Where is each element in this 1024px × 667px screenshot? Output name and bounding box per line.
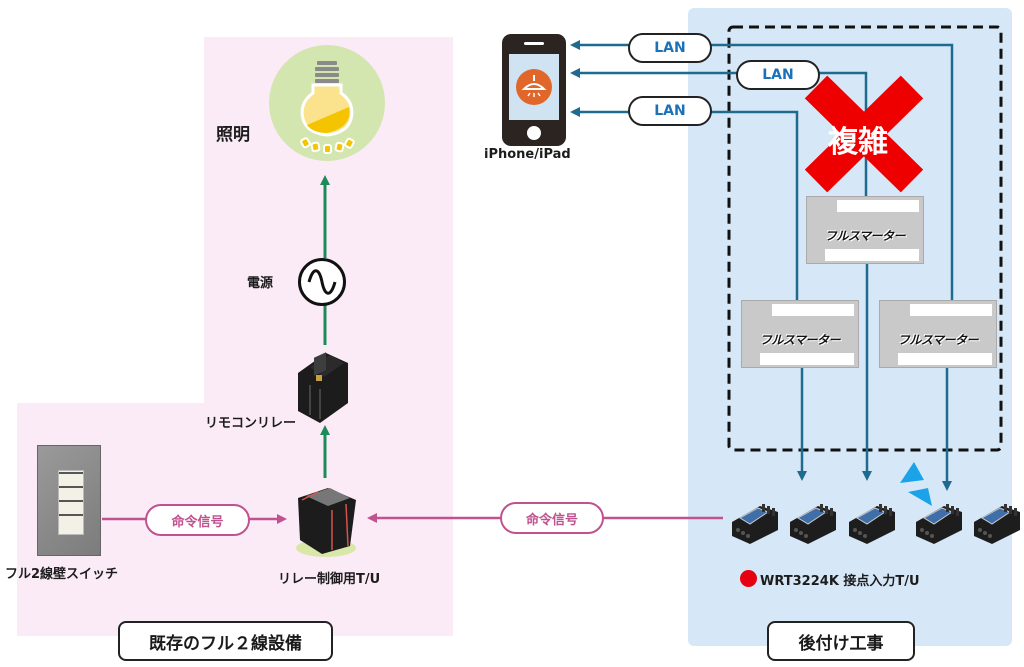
complex-label: 複雑	[828, 125, 888, 160]
contact-unit-label: WRT3224K 接点入力T/U	[760, 574, 920, 589]
fullsmar-unit: フルスマーター	[741, 300, 859, 368]
wall-switch-image	[37, 445, 101, 556]
red-marker-icon	[740, 570, 757, 587]
relay-control-unit-image	[288, 480, 368, 560]
contact-input-unit	[788, 500, 838, 546]
wireless-icon	[900, 462, 924, 483]
contact-input-unit	[847, 500, 897, 546]
existing-section-title: 既存のフル２線設備	[118, 621, 333, 661]
lan-badge-1: LAN	[628, 33, 712, 63]
lighting-icon	[269, 45, 385, 161]
fullsmar-unit: フルスマーター	[879, 300, 997, 368]
wireless-icon	[908, 488, 932, 506]
fullsmar-logo: フルスマーター	[824, 229, 906, 244]
wall-switch-label: フル2線壁スイッチ	[5, 567, 119, 582]
lan-line-3	[570, 107, 799, 300]
lighting-label: 照明	[216, 125, 250, 145]
power-label: 電源	[247, 276, 274, 291]
lamp-app-icon	[516, 69, 552, 105]
contact-input-unit	[914, 500, 964, 546]
command-signal-badge-right: 命令信号	[500, 502, 604, 534]
smartphone-icon	[502, 34, 566, 146]
remote-relay-image	[290, 345, 356, 425]
fullsmar-logo: フルスマーター	[759, 333, 841, 348]
lan-badge-3: LAN	[628, 96, 712, 126]
ac-power-icon	[298, 258, 346, 306]
command-signal-badge-left: 命令信号	[145, 504, 250, 536]
complex-area-border	[727, 25, 1003, 452]
relay-control-label: リレー制御用T/U	[278, 572, 381, 587]
complex-cross-icon	[800, 75, 928, 193]
contact-input-unit	[730, 500, 780, 546]
fullsmar-unit: フルスマーター	[806, 196, 924, 264]
fullsmar-logo: フルスマーター	[897, 333, 979, 348]
device-label: iPhone/iPad	[484, 147, 571, 162]
retrofit-section-title: 後付け工事	[767, 621, 915, 661]
lan-badge-2: LAN	[736, 60, 820, 90]
contact-input-unit	[972, 500, 1022, 546]
remote-relay-label: リモコンリレー	[205, 416, 297, 431]
